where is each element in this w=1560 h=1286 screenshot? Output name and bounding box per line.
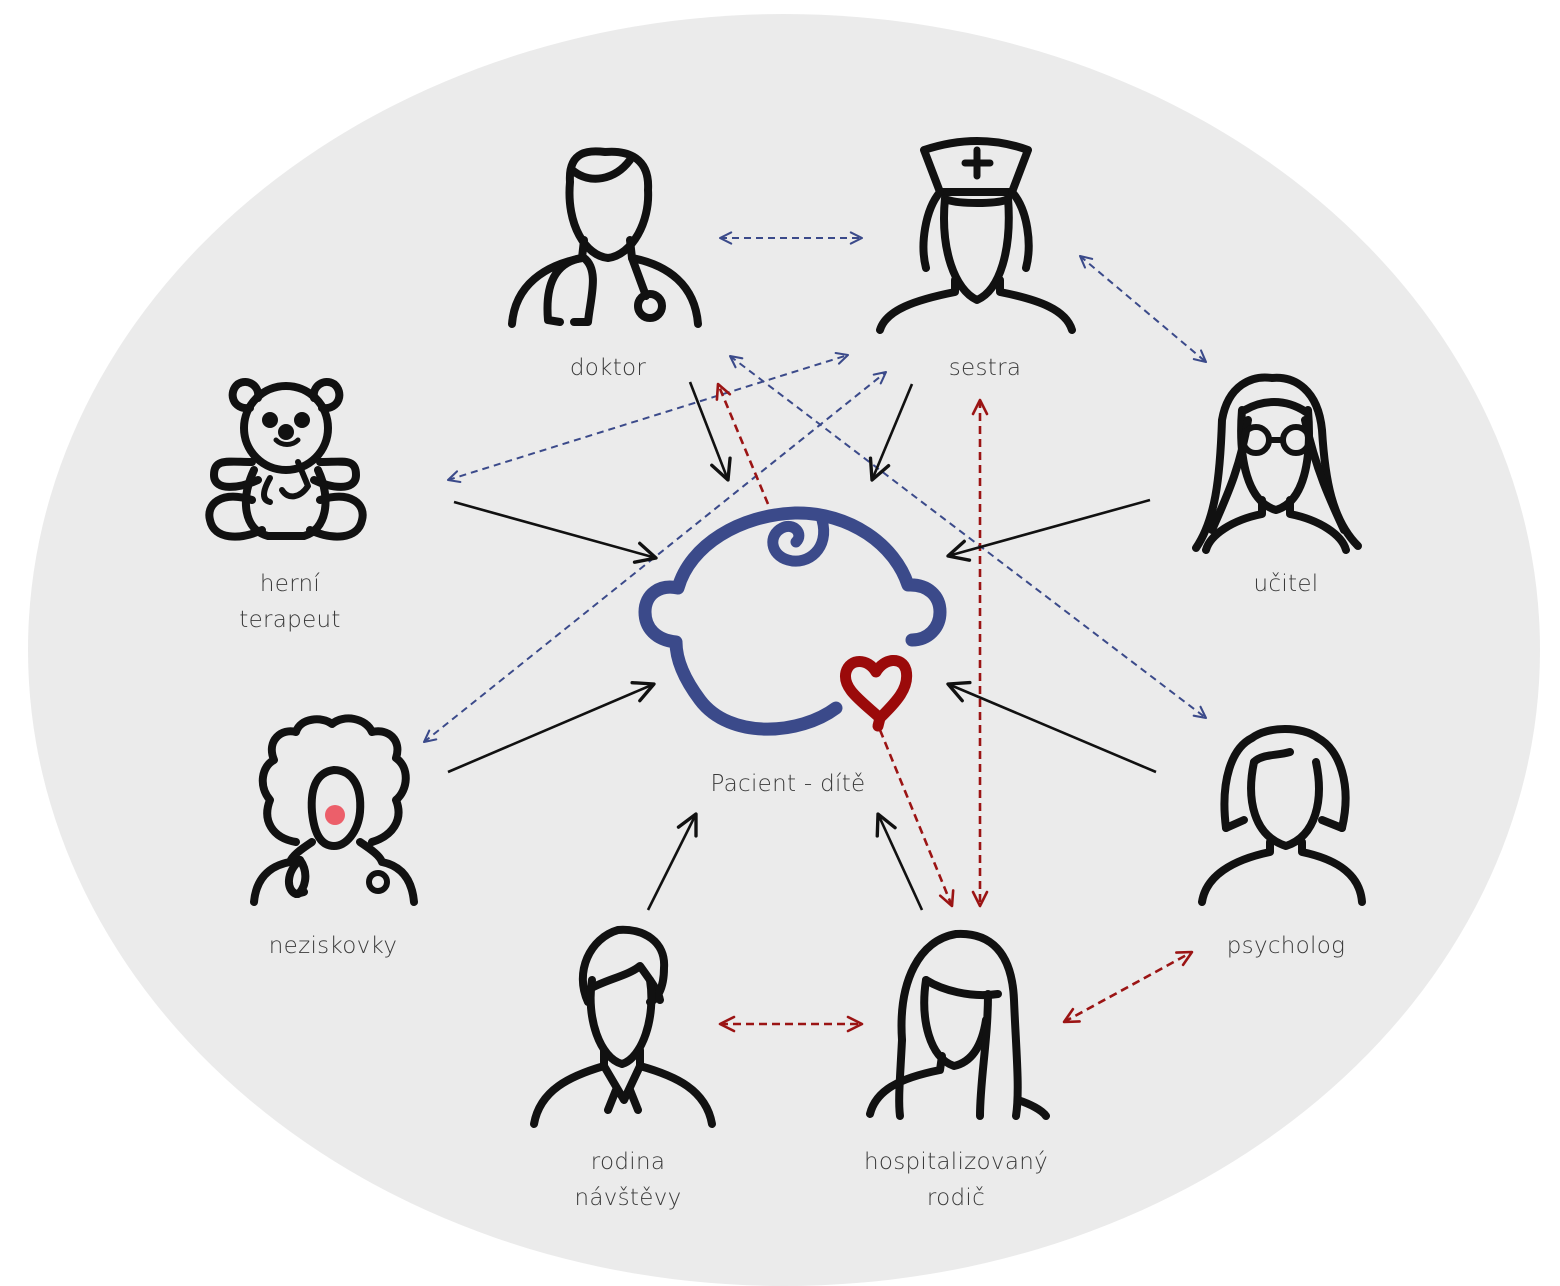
sestra-label: sestra [948,355,1022,381]
blue-dashed-arrows [422,231,1208,744]
red-arrow-patient-doktor [715,382,770,505]
patient-label: Pacient - dítě [710,771,866,797]
arrow-doktor-patient [688,381,732,482]
rodic-label: hospitalizovaný rodič [846,1144,1066,1216]
rodic-label-line1: hospitalizovaný [863,1149,1049,1175]
arrow-ucitel-patient [946,498,1151,562]
baby-head-outline [638,506,947,736]
red-arrow-patient-rodic [878,729,955,908]
doktor-label: doktor [569,355,647,381]
arrow-psycholog-patient [946,680,1157,774]
arrow-terapeut-patient [453,500,658,564]
blue-arrow-sestra-ucitel [1078,254,1208,364]
ucitel-label: učitel [1253,571,1319,597]
rodic-label-line2: rodič [926,1185,986,1211]
teacher-glasses-icon [1192,373,1362,554]
baby-hair-curl [767,514,830,567]
doctor-stethoscope-icon [508,147,702,328]
clown-icon [250,714,418,906]
teddy-bear-icon [205,377,367,541]
herni-terapeut-label-line2: terapeut [239,607,341,633]
arrow-rodina-patient [646,812,698,911]
baby-head-with-heart-icon [638,506,947,736]
family-visitor-icon [530,925,716,1128]
rodina-label: rodina návštěvy [548,1144,708,1216]
herni-terapeut-label-line1: herní [259,571,321,597]
arrow-rodic-patient [875,812,924,911]
nurse-cap-icon [876,137,1076,334]
solid-arrows [447,381,1157,911]
arrow-sestra-patient [868,383,914,482]
background-ellipse [28,14,1540,1286]
rodina-label-line1: rodina [590,1149,666,1175]
clown-nose [325,805,345,825]
hospitalized-parent-icon [866,929,1050,1120]
rodina-label-line2: návštěvy [574,1185,682,1211]
arrow-neziskovky-patient [447,681,656,774]
heart-icon [839,655,913,724]
red-arrow-rodic-psycholog [1062,950,1194,1024]
red-dashed-arrows [715,382,1194,1033]
neziskovky-label: neziskovky [268,933,398,959]
psycholog-label: psycholog [1226,933,1346,959]
psychologist-icon [1198,725,1366,906]
herni-terapeut-label: herní terapeut [220,566,360,638]
blue-arrow-doktor-psycholog [728,354,1208,720]
